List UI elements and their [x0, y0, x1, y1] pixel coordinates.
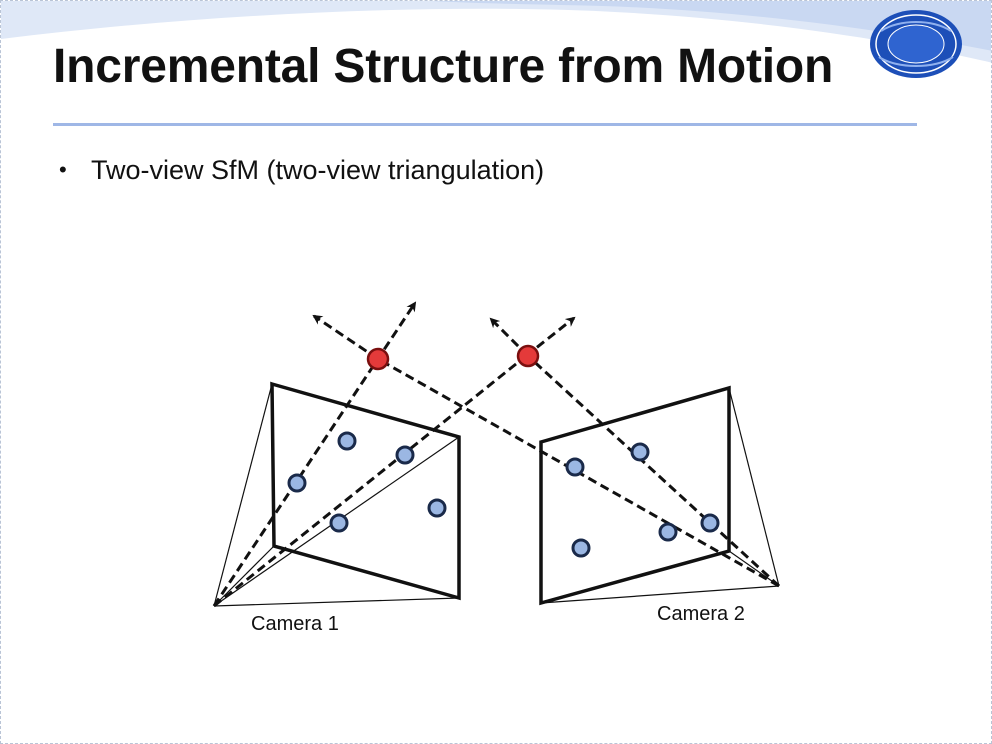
image-point	[565, 457, 585, 477]
bullet-item: • Two-view SfM (two-view triangulation)	[59, 153, 544, 187]
image-point	[287, 473, 307, 493]
nlpr-logo	[870, 10, 962, 78]
image-point	[337, 431, 357, 451]
camera1-image-points	[287, 431, 447, 533]
header-swoosh	[1, 1, 991, 63]
image-point	[658, 522, 678, 542]
camera2-label: Camera 2	[657, 603, 745, 625]
camera2-frustum	[540, 387, 780, 604]
image-point	[329, 513, 349, 533]
image-point	[700, 513, 720, 533]
triangulated-point	[516, 344, 540, 368]
bullet-text: Two-view SfM (two-view triangulation)	[91, 155, 545, 185]
slide-title: Incremental Structure from Motion	[53, 40, 834, 93]
triangulated-points	[366, 344, 540, 371]
bullet-glyph: •	[59, 157, 67, 182]
camera2-image-points	[565, 442, 720, 558]
camera1-label: Camera 1	[251, 613, 339, 635]
image-point	[571, 538, 591, 558]
camera2-image-plane	[539, 385, 731, 606]
image-point	[427, 498, 447, 518]
camera1-frustum	[213, 383, 460, 607]
title-divider	[53, 123, 917, 126]
triangulated-point	[366, 347, 390, 371]
camera1-rays	[212, 301, 576, 608]
camera1-image-plane	[270, 381, 461, 601]
image-point	[395, 445, 415, 465]
image-point	[630, 442, 650, 462]
